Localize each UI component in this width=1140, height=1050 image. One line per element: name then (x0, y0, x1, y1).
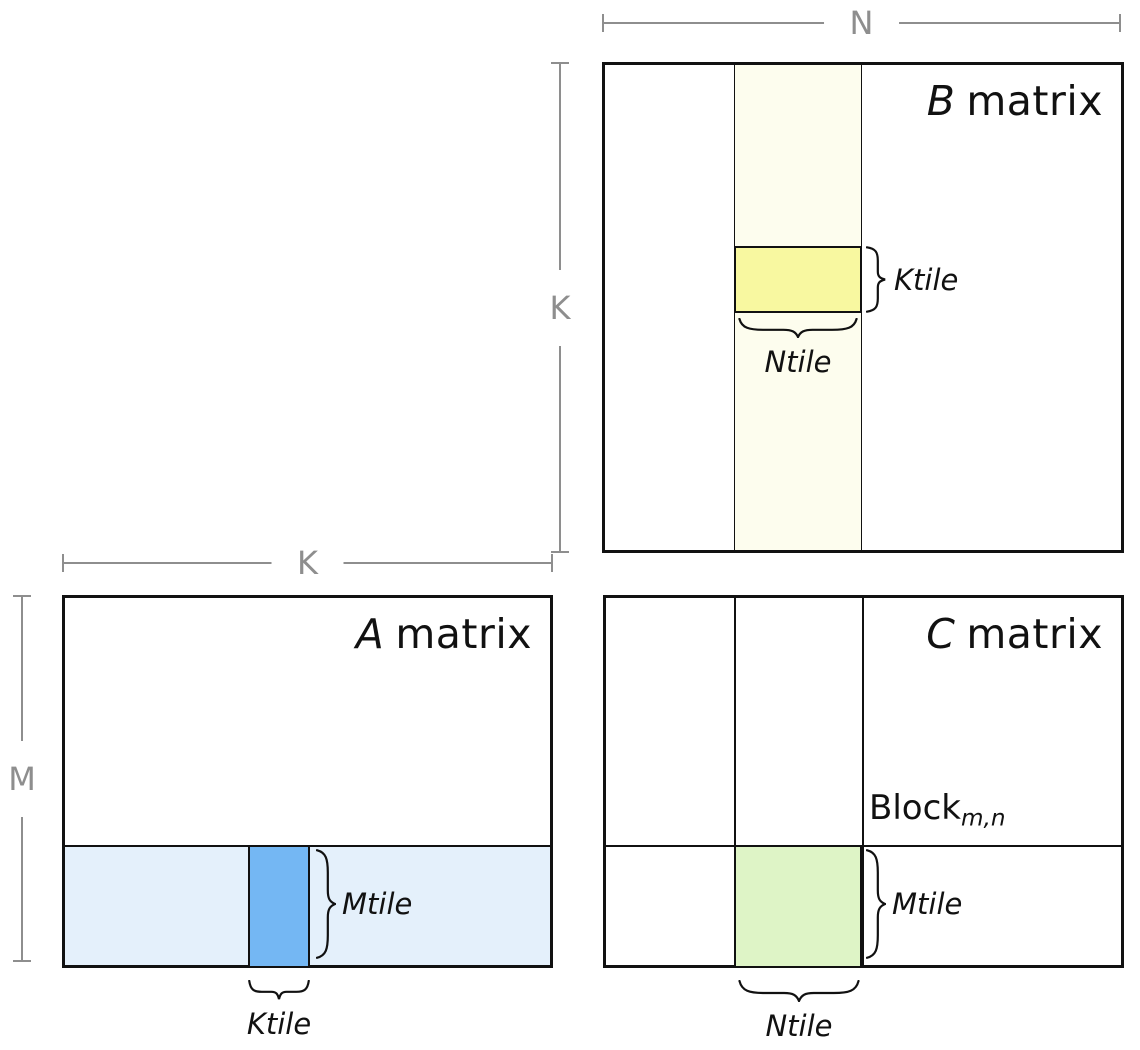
dim-label-k-a: K (271, 547, 344, 579)
b-ntile-label: Ntile (764, 345, 832, 379)
c-block-label: Blockm,n (869, 788, 1006, 832)
b-ntile-underbrace (737, 318, 859, 338)
dimension-line-k-b: K (546, 62, 574, 553)
right-curly-brace-icon (866, 246, 886, 313)
b-ktile-label: Ktile (894, 262, 959, 297)
b-matrix-title-word: matrix (966, 77, 1103, 125)
a-mtile-label: Mtile (342, 887, 413, 921)
right-curly-brace-icon (316, 848, 336, 960)
dim-label-m: M (5, 740, 39, 817)
a-matrix-title-letter: A (355, 610, 385, 658)
c-row-line (606, 845, 1121, 848)
dim-label-k-b: K (546, 269, 574, 346)
a-mtile-brace (316, 848, 336, 960)
c-block-label-base: Block (869, 788, 961, 828)
b-matrix-title-letter: B (926, 77, 956, 125)
c-column-line-right (862, 598, 864, 965)
a-ktile-underbrace (248, 980, 310, 1000)
dimension-line-k-a: K (62, 547, 553, 579)
c-matrix-title-word: matrix (966, 610, 1103, 658)
c-ntile-underbrace (737, 980, 861, 1002)
under-curly-brace-icon (737, 318, 859, 338)
dimension-line-n: N (602, 7, 1121, 39)
under-curly-brace-icon (248, 980, 310, 1000)
c-mtile-label: Mtile (892, 887, 963, 921)
c-mtile-ntile-tile (734, 845, 862, 968)
b-ktile-brace (866, 246, 886, 313)
c-matrix-title-letter: C (926, 610, 956, 658)
a-mtile-ktile-tile (248, 845, 310, 968)
b-ktile-ntile-tile (734, 246, 862, 313)
c-block-label-subscript: m,n (960, 805, 1006, 832)
under-curly-brace-icon (737, 980, 861, 1002)
a-matrix-title-word: matrix (395, 610, 532, 658)
c-ntile-label: Ntile (765, 1009, 833, 1043)
c-mtile-brace (866, 848, 886, 960)
dim-label-n: N (823, 7, 900, 39)
a-ktile-label: Ktile (246, 1007, 312, 1041)
dimension-line-m: M (5, 595, 39, 962)
c-column-line-left (734, 598, 736, 965)
right-curly-brace-icon (866, 848, 886, 960)
